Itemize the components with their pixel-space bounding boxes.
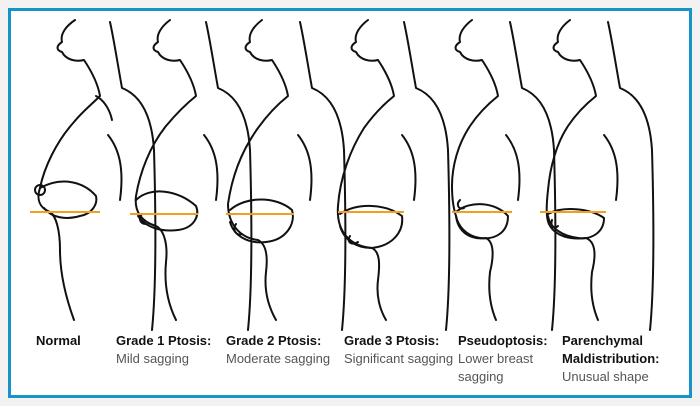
label-desc: Unusual shape [562,369,649,384]
label-title: Parenchymal Maldistribution: [562,333,660,366]
label-parenchymal: Parenchymal Maldistribution: Unusual sha… [562,332,680,386]
label-pseudoptosis: Pseudoptosis: Lower breast sagging [458,332,558,386]
label-title: Grade 1 Ptosis: [116,333,212,348]
label-normal: Normal [36,332,81,350]
blue-border-panel [8,8,692,398]
label-desc: Lower breast sagging [458,351,534,384]
figure-pseudoptosis [451,19,557,331]
label-grade1: Grade 1 Ptosis: Mild sagging [116,332,211,368]
inframammary-lines [30,211,606,215]
label-title: Grade 2 Ptosis: [226,333,322,348]
figure-grade1 [134,19,253,331]
label-desc: Moderate sagging [226,351,331,366]
figure-normal [34,19,157,331]
figure-grade2 [227,19,347,331]
label-title: Grade 3 Ptosis: [344,333,440,348]
figure-grade3 [336,19,451,331]
label-title: Pseudoptosis: [458,333,548,348]
label-desc: Significant sagging [344,351,454,366]
label-title: Normal [36,333,81,348]
label-grade2: Grade 2 Ptosis: Moderate sagging [226,332,330,368]
label-desc: Mild sagging [116,351,189,366]
label-grade3: Grade 3 Ptosis: Significant sagging [344,332,454,368]
figure-parenchymal [545,19,655,331]
